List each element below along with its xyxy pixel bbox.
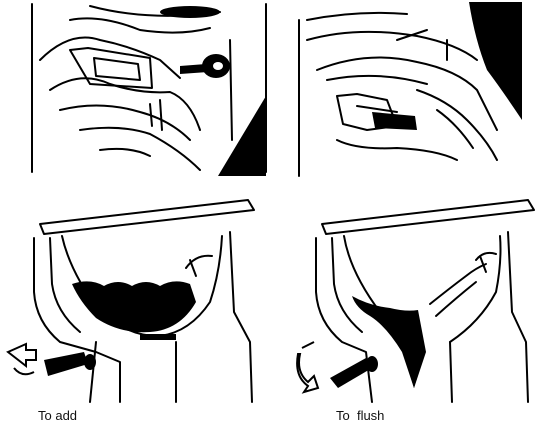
toilet-flush-illustration (296, 199, 535, 403)
panel-toilet-flush (290, 192, 538, 404)
caption-to-flush: To flush (336, 408, 385, 423)
panel-hand-pull-lever (30, 0, 268, 178)
toilet-add-illustration (6, 199, 255, 403)
hand-pull-lever-illustration (31, 3, 267, 176)
panel-hand-push-lever (297, 0, 522, 178)
caption-to-add: To add (38, 408, 78, 423)
panel-toilet-add (0, 192, 275, 404)
hand-push-lever-illustration (298, 2, 522, 177)
